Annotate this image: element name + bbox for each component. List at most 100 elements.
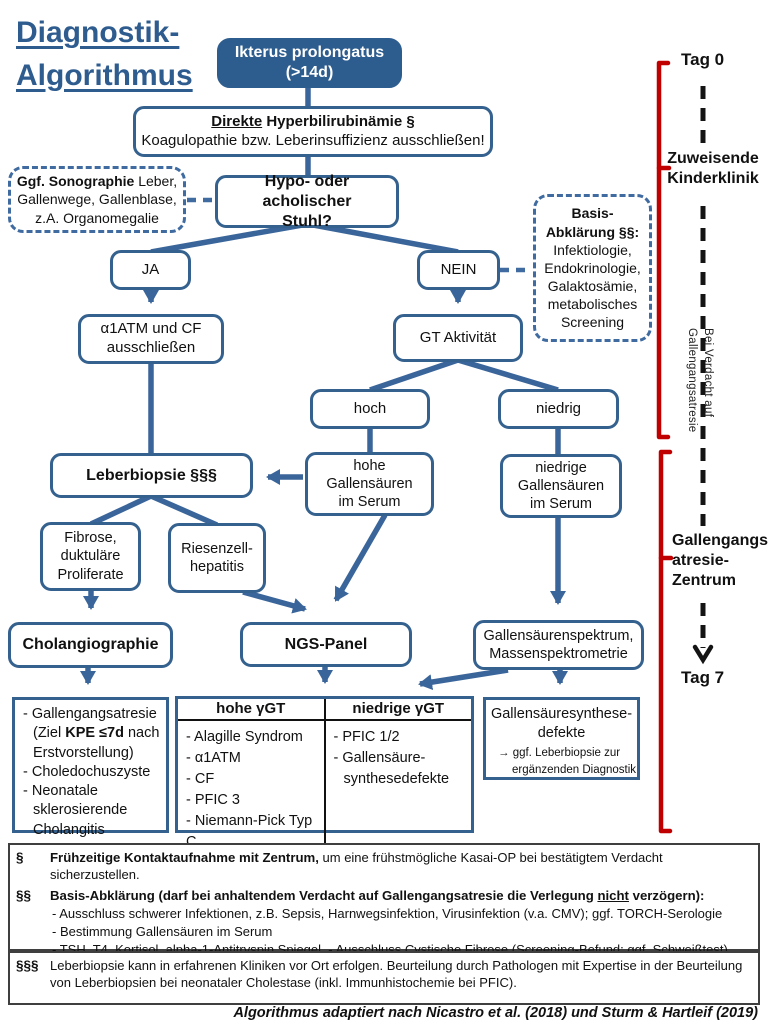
footnote-box-2: §§§ Leberbiopsie kann in erfahrenen Klin… [8,951,760,1005]
synthese-note2: ergänzenden Diagnostik [512,763,637,776]
basis-title2: Abklärung §§: [545,223,640,240]
page-title-line1: Diagnostik- [16,16,180,49]
timeline-bracket-red [656,60,674,834]
result-text: nach [123,725,160,742]
table-item: synthesedefekte [343,770,450,787]
timeline-tag7: Tag 7 [681,668,725,687]
result-item: - Neonatale [23,783,98,800]
basis-item: Endokrinologie, [544,259,641,276]
verdacht-line2: Gallengangsatresie [686,328,699,433]
node-gallensaeurenspektrum: Gallensäurenspektrum, Massenspektrometri… [473,620,644,670]
gz-line2: atresie- [672,552,729,569]
node-leberbiopsie: Leberbiopsie §§§ [50,453,253,498]
result-item: Cholangitis [33,821,105,838]
zuweisende-line2: Kinderklinik [667,170,759,187]
node-fibrose-proliferate: Fibrose, duktuläre Proliferate [40,522,141,591]
footnote-2-item: - Bestimmung Gallensäuren im Serum [52,924,273,940]
basis-item: Infektiologie, [553,241,632,258]
footnote-2-nicht: nicht [597,887,629,903]
table-col-hohe-ygt: - Alagille Syndrom - α1ATM - CF - PFIC 3… [178,720,326,856]
node-direkte-line2: Koagulopathie bzw. Leberinsuffizienz aus… [141,131,485,149]
a1atm-line2: ausschließen [106,339,196,356]
footnote-3-text: Leberbiopsie kann in erfahrenen Kliniken… [50,958,743,991]
citation: Algorithmus adaptiert nach Nicastro et a… [233,1005,758,1021]
table-item: - PFIC 3 [186,791,240,808]
table-header-hohe-ygt: hohe γGT [178,699,326,719]
result-item: - Gallengangsatresie [23,706,157,722]
niedrige-gs-line1: niedrige [535,459,587,476]
flow-arrows [80,289,568,691]
fibrose-line2: duktuläre [60,548,121,565]
table-header-row: hohe γGT niedrige γGT [178,699,471,721]
result-kpe-bold: KPE ≤7d [65,725,124,742]
node-ngs-panel: NGS-Panel [240,622,412,667]
timeline-zuweisende-kinderklinik: Zuweisende Kinderklinik [658,149,768,189]
table-item: - CF [186,770,215,787]
a1atm-line1: α1ATM und CF [100,320,202,338]
synthese-line1: Gallensäuresynthese- [490,706,633,722]
footnote-1-bold: Frühzeitige Kontaktaufnahme mit Zentrum, [50,850,319,865]
footnote-box-1: § Frühzeitige Kontaktaufnahme mit Zentru… [8,843,760,975]
footnote-2-bold2: verzögern): [628,887,705,903]
table-item: - PFIC 1/2 [333,728,400,745]
node-direkte-hyperbilirubinaemie: Direkte Hyperbilirubinämie § Koagulopath… [133,106,493,157]
table-col-niedrige-ygt: - PFIC 1/2 - Gallensäure- synthesedefekt… [326,721,472,855]
hohe-gs-line3: im Serum [338,494,401,511]
footnote-2-bold1: Basis-Abklärung (darf bei anhaltendem Ve… [50,887,598,903]
zuweisende-line1: Zuweisende [667,150,759,167]
basis-title1: Basis- [571,205,614,222]
gz-line3: Zentrum [672,572,736,589]
sono-line2: Gallenwege, Gallenblase, [17,191,177,208]
footnote-1-text: Frühzeitige Kontaktaufnahme mit Zentrum,… [50,849,752,884]
table-header-niedrige-ygt: niedrige γGT [352,700,445,717]
node-nein: NEIN [417,250,500,290]
riesenzell-line2: hepatitis [189,559,244,575]
node-niedrige-gallensaeuren: niedrige Gallensäuren im Serum [500,454,622,518]
footnote-symbol: §§§ [16,958,39,973]
fibrose-line1: Fibrose, [64,530,117,547]
result-item: (Ziel KPE ≤7d nach [33,724,162,743]
timeline-tag0: Tag 0 [681,50,725,69]
riesenzell-line1: Riesenzell- [181,540,253,557]
node-ikterus-line1: Ikterus prolongatus [234,44,385,61]
node-riesenzellhepatitis: Riesenzell- hepatitis [168,523,266,593]
table-item: - α1ATM [186,749,241,766]
footnote-2-heading: Basis-Abklärung (darf bei anhaltendem Ve… [50,887,752,904]
synthese-line2: defekte [537,725,586,742]
hohe-gs-line2: Gallensäuren [326,475,413,492]
node-gt-aktivitaet: GT Aktivität [393,314,523,362]
sono-rest: Leber, [134,173,178,190]
flow-lines [89,88,561,528]
table-ygt: hohe γGT niedrige γGT - Alagille Syndrom… [175,696,474,856]
sono-bold: Ggf. Sonographie [16,173,135,190]
footnote-paragraph-1: § Frühzeitige Kontaktaufnahme mit Zentru… [16,849,752,884]
direkte-word: Direkte [211,112,263,130]
dashed-links [187,197,531,273]
footnote-symbol: §§ [16,887,32,903]
timeline-gallengangsatresie-zentrum: Gallengangs- atresie- Zentrum [672,531,768,591]
table-item: - Gallensäure- [333,749,426,766]
timeline-arrowhead [692,644,714,665]
note-sonographie: Ggf. Sonographie Leber, Gallenwege, Gall… [8,166,186,233]
table-body-row: - Alagille Syndrom - α1ATM - CF - PFIC 3… [178,720,472,856]
basis-item: Galaktosämie, [547,278,638,295]
node-ikterus-line2: (>14d) [285,64,334,81]
result-item: - Choledochuszyste [23,763,151,780]
sono-line3: z.A. Organomegalie [35,209,159,226]
sono-line1: Ggf. Sonographie Leber, [17,172,177,190]
box-cholangiographie-differentialdiagnosen: - Gallengangsatresie (Ziel KPE ≤7d nach … [12,697,169,838]
node-a1atm-cf: α1ATM und CF ausschließen [78,314,224,364]
box-gallensaeuresynthesedefekte: Gallensäuresynthese- defekte → ggf. Lebe… [483,697,640,780]
result-text: (Ziel [33,725,66,742]
synthese-note1: → ggf. Leberbiopsie zur [498,746,621,759]
footnote-1-rest: um eine frühstmögliche Kasai-OP bei best… [50,850,663,883]
result-item: Erstvorstellung) [33,744,134,761]
basis-item: Screening [560,314,625,331]
page-title-line2: Algorithmus [16,58,193,92]
spektrum-line1: Gallensäurenspektrum, [483,627,634,644]
hohe-gs-line1: hohe [353,457,386,474]
basis-item: metabolisches [547,296,638,313]
node-ikterus-prolongatus: Ikterus prolongatus (>14d) [217,38,402,88]
stuhl-line2: Stuhl? [282,212,332,230]
